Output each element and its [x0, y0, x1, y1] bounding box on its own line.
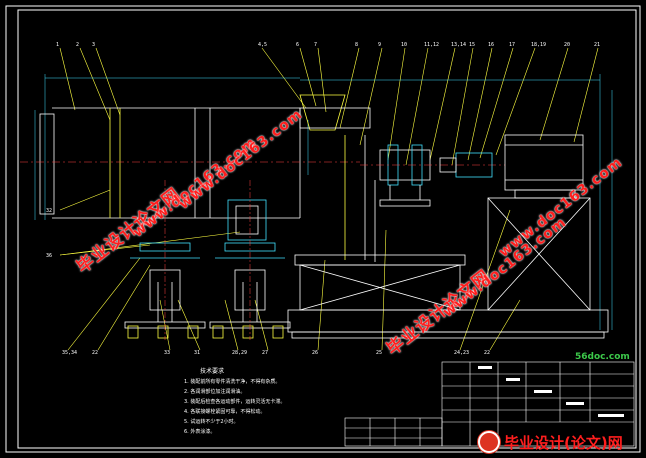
- shaft-coupling: [360, 144, 505, 207]
- callout-number: 13,14: [451, 42, 467, 48]
- inner-frame: [17, 9, 637, 449]
- leader-lines: [59, 47, 599, 351]
- note-line: 3. 装配后检查各运动部件，运转灵活无卡滞。: [184, 399, 286, 405]
- callout-number: 28,29: [232, 350, 248, 356]
- callout-number: 22: [92, 350, 99, 356]
- support-left: [124, 180, 206, 340]
- logo-disc-icon: [478, 431, 500, 453]
- callout-number: 26: [312, 350, 319, 356]
- callout-number: 27: [262, 350, 269, 356]
- callout-number: 20: [564, 42, 571, 48]
- logo-text: 毕业设计(论文)网: [504, 433, 623, 452]
- title-block: [344, 361, 635, 447]
- callout-number: 1: [56, 42, 60, 48]
- callout-number: 11,12: [424, 42, 440, 48]
- note-line: 4. 各联接螺栓紧固可靠，不得松动。: [184, 409, 266, 415]
- outer-frame: [5, 5, 641, 453]
- callout-number: 7: [314, 42, 318, 48]
- note-line: 2. 各润滑部位加注润滑油。: [184, 389, 246, 395]
- callout-number: 2: [76, 42, 80, 48]
- callout-number: 32: [46, 208, 53, 214]
- callout-number: 9: [378, 42, 382, 48]
- callout-number: 10: [401, 42, 408, 48]
- hopper-frame: [287, 94, 609, 339]
- note-line: 5. 试运转不少于2小时。: [184, 419, 239, 425]
- callout-number: 17: [509, 42, 516, 48]
- callout-number: 36: [46, 253, 53, 259]
- callout-number: 6: [296, 42, 300, 48]
- notes-title: 技术要求: [200, 368, 225, 375]
- callout-number: 22: [484, 350, 491, 356]
- callout-number: 24,23: [454, 350, 470, 356]
- site-tag: 56doc.com: [575, 352, 630, 362]
- callout-number: 4,5: [258, 42, 268, 48]
- dimension-lines: [34, 74, 613, 330]
- motor: [487, 134, 591, 311]
- callout-number: 33: [164, 350, 171, 356]
- callout-number: 35,34: [62, 350, 78, 356]
- callout-number: 8: [355, 42, 359, 48]
- support-right: [209, 180, 291, 340]
- callout-number: 25: [376, 350, 383, 356]
- site-logo: 毕业设计(论文)网: [478, 428, 644, 456]
- drum: [39, 107, 301, 219]
- note-line: 1. 装配前所有零件清洗干净，不得有杂质。: [184, 379, 281, 385]
- callout-number: 15: [469, 42, 476, 48]
- callout-number: 16: [488, 42, 495, 48]
- callout-number: 31: [194, 350, 201, 356]
- callout-number: 21: [594, 42, 601, 48]
- callout-number: 3: [92, 42, 96, 48]
- note-line: 6. 外表涂漆。: [184, 429, 216, 435]
- title-block-cells: [478, 366, 624, 417]
- callout-number: 18,19: [531, 42, 547, 48]
